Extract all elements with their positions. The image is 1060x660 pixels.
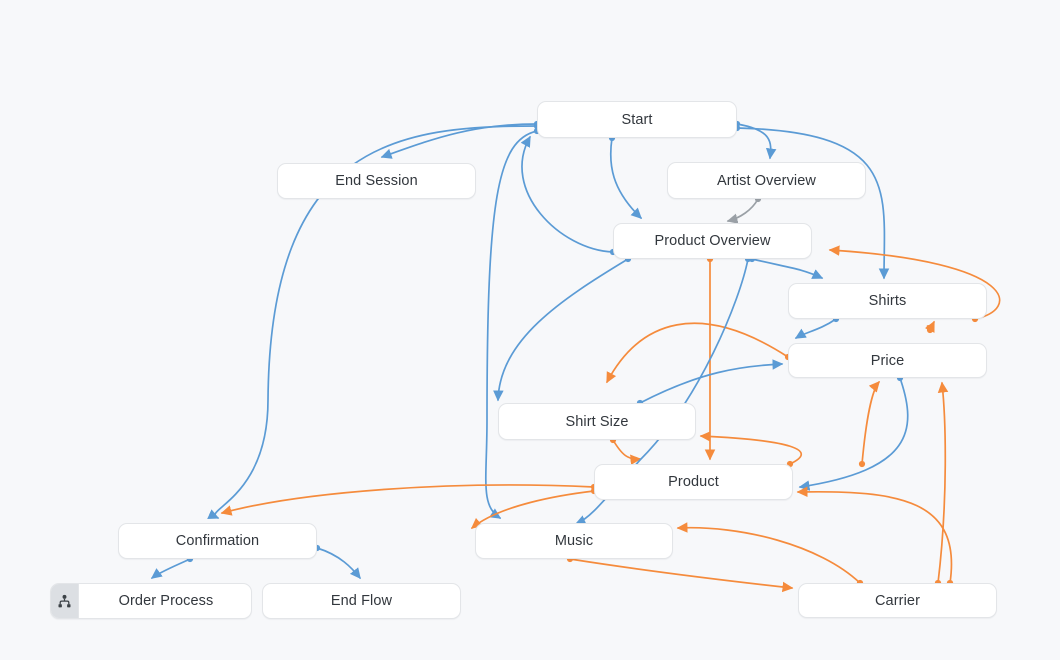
node-label: End Flow — [330, 593, 393, 609]
edge-source-dot — [858, 460, 866, 468]
edge-price-to-shirt-size — [606, 322, 789, 384]
edge-artist-overview-to-product-overview — [726, 198, 759, 224]
node-end-flow[interactable]: End Flow — [262, 583, 461, 619]
edge-shirt-size-to-product — [612, 439, 642, 466]
node-confirmation[interactable]: Confirmation — [118, 523, 317, 559]
node-label: Music — [554, 533, 594, 549]
edge-product-overview-to-shirt-size — [493, 258, 629, 402]
node-label: Start — [621, 111, 653, 128]
edge-product-overview-to-start — [520, 135, 614, 253]
edge-confirmation-to-end-flow — [316, 547, 361, 580]
edge-shirts-to-price — [794, 318, 837, 339]
node-product-overview[interactable]: Product Overview — [613, 223, 812, 259]
node-label: Product Overview — [654, 233, 771, 249]
edge-start-to-music — [485, 130, 538, 519]
node-label: Artist Overview — [717, 172, 816, 189]
edge-price-to-shirts — [925, 320, 935, 333]
node-end-session[interactable]: End Session — [277, 163, 476, 199]
node-label: Shirts — [868, 293, 907, 309]
edge-start-to-artist-overview — [736, 123, 777, 160]
node-label: Product — [668, 474, 719, 490]
node-label: Price — [870, 352, 905, 369]
edge-carrier-to-price — [937, 381, 949, 584]
node-price[interactable]: Price — [788, 343, 987, 378]
edge-source-dot — [926, 326, 934, 334]
node-music[interactable]: Music — [475, 523, 673, 559]
edge-start-to-product-overview — [609, 137, 642, 219]
node-product[interactable]: Product — [594, 464, 793, 500]
node-label: Order Process — [118, 593, 214, 609]
node-artist-overview[interactable]: Artist Overview — [667, 162, 866, 199]
edge-price-to-product — [798, 377, 909, 491]
node-label: End Session — [335, 173, 418, 189]
node-label: Confirmation — [175, 533, 260, 549]
edge-music-to-carrier — [569, 558, 794, 593]
sitemap-icon — [51, 584, 79, 618]
edge-carrier-to-music — [676, 522, 861, 584]
node-label: Carrier — [874, 592, 920, 609]
edge-product-to-price — [861, 380, 880, 465]
node-label: Shirt Size — [565, 413, 629, 430]
edge-product-overview-to-shirts — [751, 258, 824, 279]
edge-shirt-size-to-price — [639, 359, 784, 404]
node-start[interactable]: Start — [537, 101, 737, 138]
node-shirts[interactable]: Shirts — [788, 283, 987, 319]
node-shirt-size[interactable]: Shirt Size — [498, 403, 696, 440]
edge-carrier-to-product — [796, 486, 953, 584]
node-carrier[interactable]: Carrier — [798, 583, 997, 618]
edge-start-to-end-session — [380, 123, 538, 159]
node-order-process[interactable]: Order Process — [50, 583, 252, 619]
edge-confirmation-to-order-process — [150, 558, 191, 579]
edge-product-to-confirmation — [220, 484, 595, 516]
edge-product-to-shirt-size — [699, 431, 803, 465]
